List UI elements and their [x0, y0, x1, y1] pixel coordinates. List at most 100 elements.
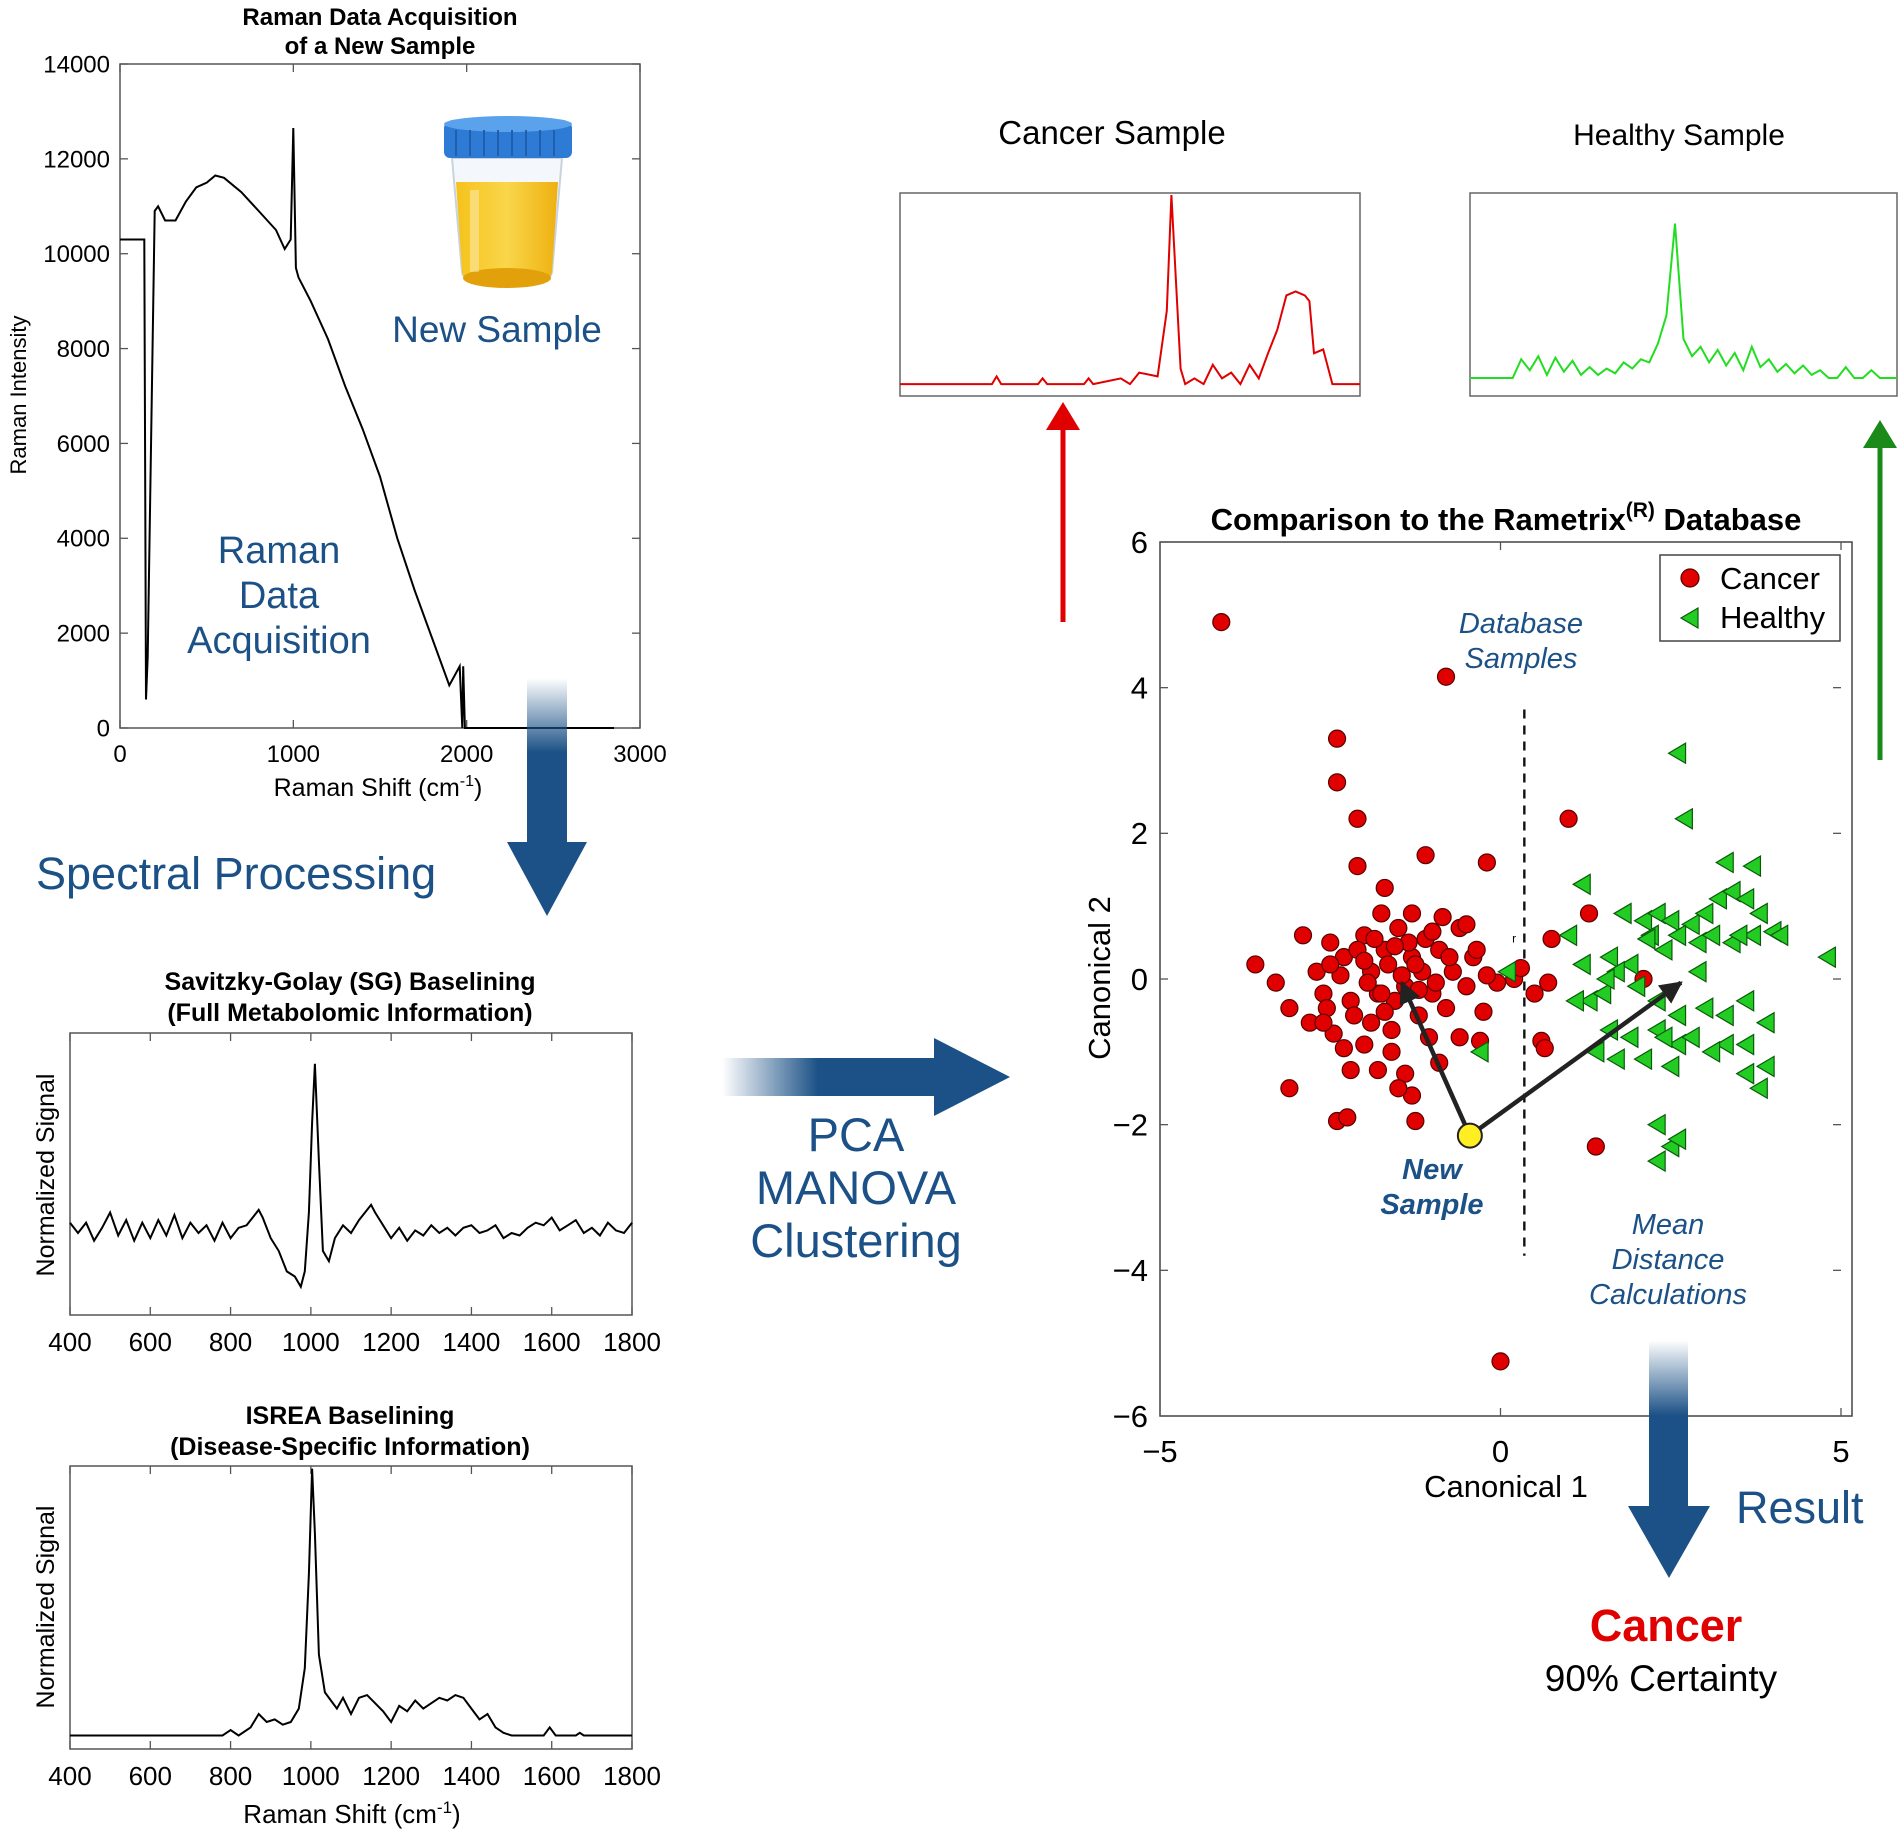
methods-line3: Clustering: [750, 1214, 962, 1267]
x-tick-label: 600: [129, 1327, 172, 1357]
cancer-point: [1385, 937, 1405, 956]
cancer-point: [1365, 929, 1384, 949]
legend-healthy-label: Healthy: [1720, 600, 1826, 635]
healthy-point: [1667, 742, 1687, 765]
y-tick-label: −2: [1113, 1108, 1148, 1143]
y-tick-label: 8000: [57, 336, 110, 363]
x-tick-label: 1400: [443, 1761, 501, 1791]
database-samples-line1: Database: [1459, 608, 1583, 640]
specimen-cup-icon: [444, 116, 572, 288]
cancer-point: [1372, 904, 1391, 923]
cancer-point: [1266, 973, 1285, 992]
x-tick-label: 400: [48, 1761, 91, 1791]
healthy-point: [1667, 1004, 1687, 1027]
y-tick-label: 6: [1131, 525, 1148, 560]
methods-step: PCA MANOVA Clustering: [722, 1038, 1010, 1267]
y-tick-label: 10000: [43, 241, 110, 268]
cancer-point: [1416, 846, 1435, 865]
healthy-point: [1728, 924, 1748, 947]
healthy-point: [1572, 953, 1591, 976]
acquisition-plot-frame: [119, 63, 641, 729]
scatter-legend: Cancer Healthy: [1659, 554, 1841, 642]
cancer-point: [1375, 1002, 1394, 1021]
healthy-point: [1721, 880, 1741, 903]
healthy-point: [1653, 1026, 1673, 1049]
healthy-point: [1755, 1055, 1775, 1078]
healthy-point: [1660, 1055, 1680, 1078]
cancer-point: [1477, 853, 1496, 872]
canonical-1-label: Canonical 1: [1424, 1469, 1588, 1504]
healthy-point: [1606, 1048, 1625, 1071]
healthy-point: [1497, 960, 1516, 983]
legend-cancer-label: Cancer: [1720, 561, 1820, 596]
mean-distance-line3: Calculations: [1589, 1279, 1747, 1311]
healthy-point: [1701, 924, 1721, 947]
healthy-sample-frame: [1469, 192, 1898, 397]
isrea-ylabel: Normalized Signal: [32, 1506, 60, 1709]
healthy-point: [1715, 1004, 1734, 1027]
x-tick-label: 800: [209, 1327, 252, 1357]
healthy-point: [1680, 913, 1700, 936]
cancer-point: [1321, 933, 1340, 952]
sg-title-line1: Savitzky-Golay (SG) Baselining: [165, 968, 536, 996]
healthy-point: [1646, 902, 1666, 925]
healthy-point: [1653, 938, 1673, 961]
cancer-point: [1368, 1060, 1388, 1080]
healthy-point: [1817, 946, 1836, 969]
healthy-point: [1715, 851, 1734, 874]
cancer-point: [1341, 1060, 1360, 1080]
healthy-point: [1626, 975, 1646, 998]
healthy-point: [1636, 927, 1656, 950]
acquisition-title-line1: Raman Data Acquisition: [242, 4, 517, 31]
cancer-point: [1355, 951, 1374, 970]
y-tick-label: 4: [1131, 671, 1148, 706]
isrea-title-line1: ISREA Baselining: [246, 1402, 455, 1430]
healthy-sample-spectrum-line: [1470, 223, 1897, 379]
result-step: Result Cancer 90% Certainty: [1545, 1340, 1864, 1699]
healthy-point: [1749, 1077, 1768, 1100]
x-tick-label: 1400: [443, 1327, 501, 1357]
cancer-point: [1542, 929, 1561, 949]
processing-arrow-shaft: [527, 678, 567, 844]
cancer-reference-panel: Cancer Sample: [899, 114, 1361, 397]
result-label: Result: [1736, 1482, 1864, 1533]
acquisition-body-line1: Raman: [218, 530, 341, 572]
methods-line2: MANOVA: [756, 1161, 957, 1214]
cancer-point: [1402, 904, 1422, 923]
isrea-title-line2: (Disease-Specific Information): [170, 1433, 530, 1461]
cancer-point: [1409, 980, 1428, 1000]
healthy-point: [1619, 953, 1639, 976]
new-sample-point: [1456, 1122, 1483, 1149]
cancer-sample-frame: [899, 192, 1361, 397]
healthy-point: [1735, 989, 1755, 1012]
methods-line1: PCA: [808, 1108, 905, 1161]
healthy-point: [1558, 924, 1578, 947]
x-tick-label: 1800: [603, 1761, 661, 1791]
cancer-point: [1426, 973, 1445, 992]
y-tick-label: 6000: [57, 431, 110, 458]
cancer-point: [1477, 966, 1496, 985]
acquisition-xlabel: Raman Shift (cm-1): [274, 773, 483, 802]
healthy-point: [1667, 1128, 1687, 1151]
cancer-point: [1348, 809, 1367, 828]
cancer-point: [1525, 984, 1544, 1003]
mean-distance-line1: Mean: [1632, 1209, 1705, 1241]
x-tick-label: 0: [113, 741, 126, 768]
cancer-point: [1396, 1064, 1415, 1083]
processing-arrow-head: [507, 842, 587, 916]
acquisition-body-line2: Data: [239, 575, 320, 617]
healthy-point: [1687, 931, 1707, 954]
x-tick-label: 1800: [603, 1327, 661, 1357]
spectral-processing-step: Spectral Processing: [36, 678, 587, 916]
cancer-point: [1433, 907, 1452, 927]
cancer-point: [1440, 948, 1459, 967]
cancer-point: [1379, 955, 1398, 974]
result-arrow-shaft: [1649, 1340, 1688, 1508]
healthy-point: [1667, 1033, 1687, 1056]
healthy-point: [1660, 909, 1680, 932]
legend-healthy-marker: [1679, 606, 1699, 630]
y-tick-label: 2: [1131, 816, 1148, 851]
